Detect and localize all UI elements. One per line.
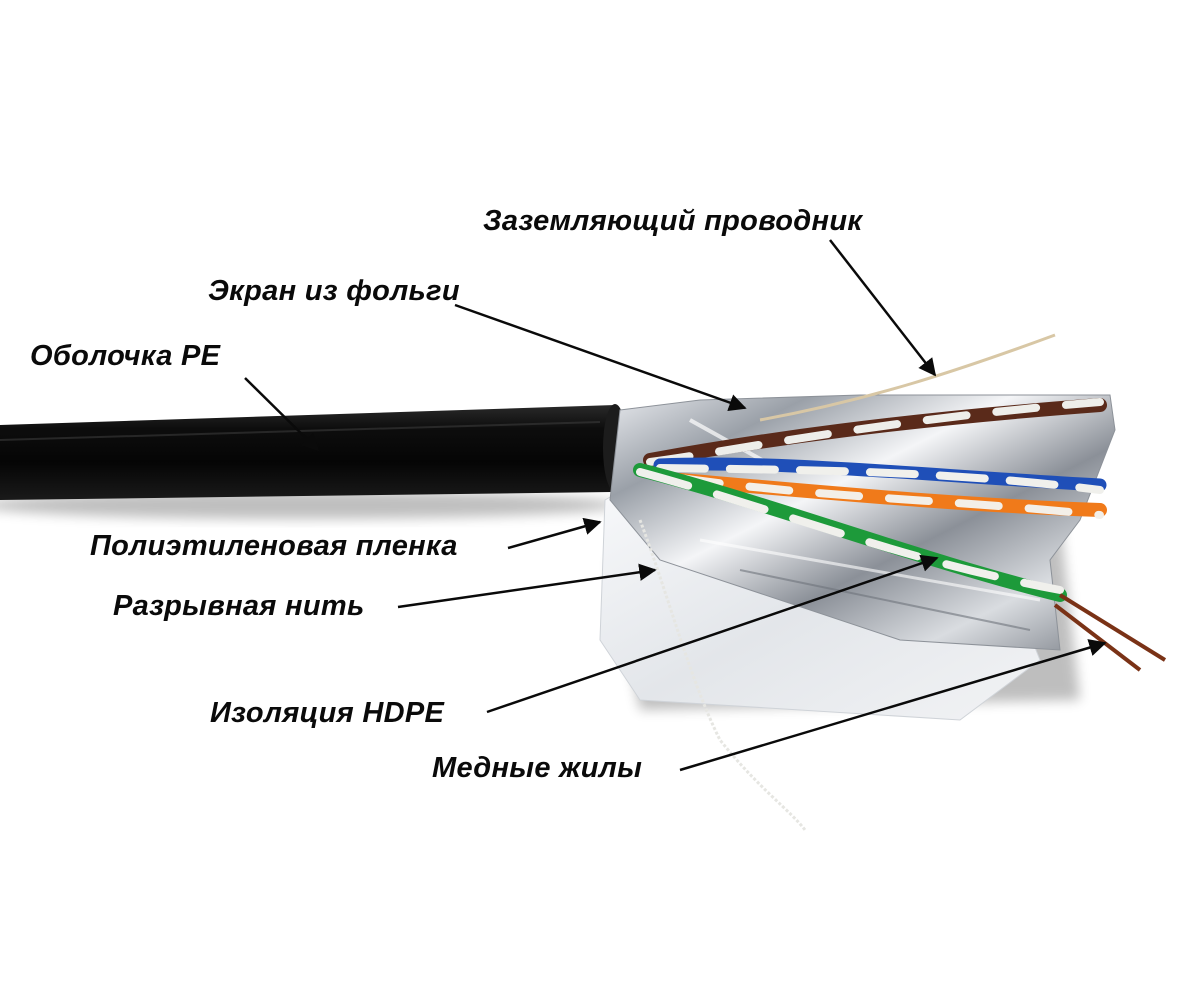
label-polyethylene-film: Полиэтиленовая пленка	[90, 530, 458, 562]
copper-conductors	[1053, 593, 1167, 672]
label-ground-conductor: Заземляющий проводник	[483, 205, 863, 237]
leader-copper	[679, 639, 1107, 772]
label-rip-cord: Разрывная нить	[113, 590, 365, 622]
label-copper-conductors: Медные жилы	[432, 752, 643, 784]
leader-ripcord	[397, 563, 657, 609]
leader-insulation	[486, 554, 939, 714]
leader-ground	[829, 239, 937, 377]
twisted-pairs	[633, 398, 1107, 602]
label-foil-shield: Экран из фольги	[208, 275, 460, 307]
ground-wire	[759, 333, 1056, 422]
leader-jacket	[244, 377, 320, 452]
leader-foil	[454, 303, 747, 411]
label-hdpe-insulation: Изоляция HDPE	[210, 697, 445, 729]
jacket-pe	[0, 404, 627, 500]
leader-film	[507, 517, 602, 550]
label-pe-jacket: Оболочка PE	[30, 340, 221, 372]
leader-lines	[244, 239, 1107, 772]
rip-cord	[638, 519, 807, 831]
